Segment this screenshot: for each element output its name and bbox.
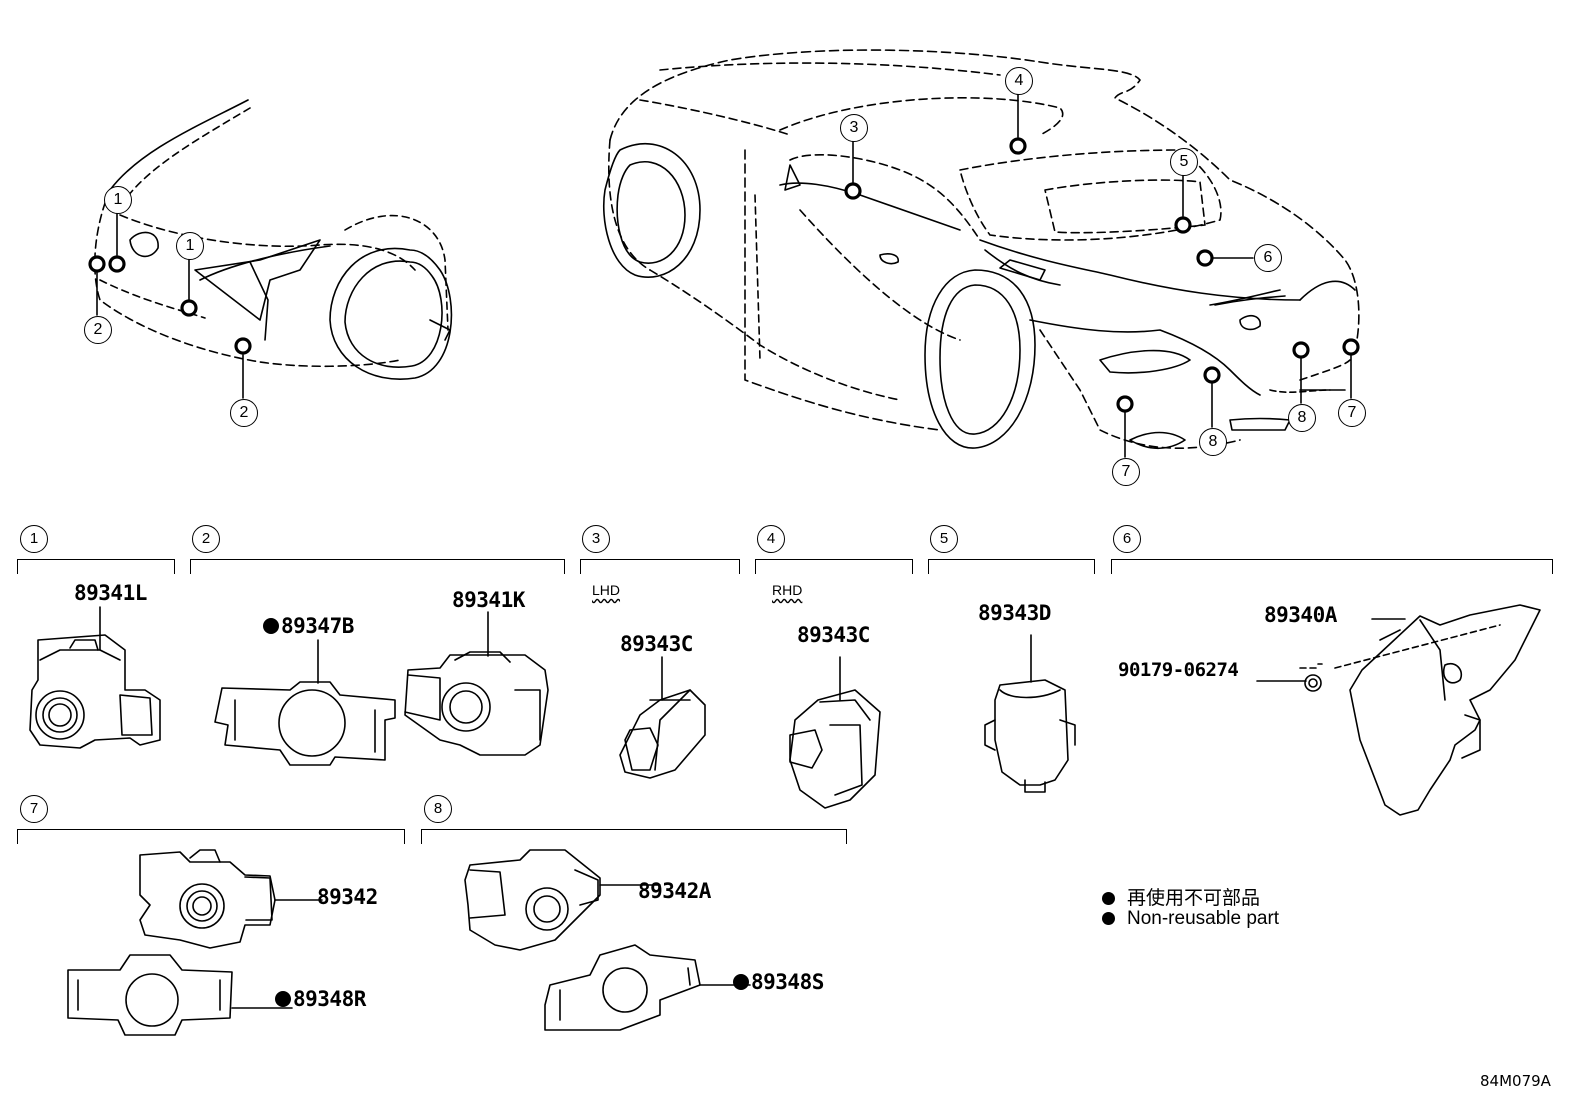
section-number-1: 1	[20, 525, 48, 553]
legend-dot	[1102, 892, 1115, 905]
section-number-8: 8	[424, 795, 452, 823]
diagram-code: 84M079A	[1480, 1072, 1551, 1090]
section-bracket-3	[580, 559, 740, 574]
non-reusable-mark	[275, 991, 291, 1007]
part-number-89347B[interactable]: 89347B	[263, 614, 354, 638]
non-reusable-mark	[263, 618, 279, 634]
part-number-89348S[interactable]: 89348S	[733, 970, 824, 994]
part-illustration-89343C-lhd	[619, 656, 706, 779]
part-number-89340A[interactable]: 89340A	[1264, 603, 1337, 627]
callout-5: 5	[1170, 148, 1198, 176]
section-bracket-1	[17, 559, 175, 574]
sensor-markers	[88, 137, 1360, 413]
legend-text-ja: 再使用不可部品	[1127, 888, 1261, 909]
callout-7: 7	[1112, 458, 1140, 486]
section-bracket-6	[1111, 559, 1553, 574]
callout-1: 1	[104, 186, 132, 214]
non-reusable-mark	[733, 974, 749, 990]
callout-7: 7	[1338, 399, 1366, 427]
part-illustration-89343D	[984, 634, 1076, 793]
part-number-89341K[interactable]: 89341K	[452, 588, 525, 612]
callout-8: 8	[1288, 404, 1316, 432]
section-number-3: 3	[582, 525, 610, 553]
section-bracket-8	[421, 829, 847, 844]
part-number-89348S-text: 89348S	[751, 970, 824, 994]
callout-3: 3	[840, 114, 868, 142]
legend-non-reusable-ja: 再使用不可部品	[1102, 883, 1260, 910]
variant-label-rhd: RHD	[772, 582, 803, 598]
part-illustration-89340A	[1256, 604, 1541, 816]
section-number-7: 7	[20, 795, 48, 823]
legend-dot	[1102, 912, 1115, 925]
part-illustration-89341K	[404, 611, 549, 756]
part-illustration-89342A	[464, 849, 661, 951]
callout-2: 2	[230, 399, 258, 427]
section-bracket-5	[928, 559, 1095, 574]
section-number-5: 5	[930, 525, 958, 553]
part-number-89348R[interactable]: 89348R	[275, 987, 366, 1011]
part-number-89341L[interactable]: 89341L	[74, 581, 147, 605]
rear-car-drawing	[602, 49, 1360, 450]
part-number-89347B-text: 89347B	[281, 614, 354, 638]
part-number-90179-06274[interactable]: 90179-06274	[1118, 659, 1239, 681]
callout-leaders	[96, 92, 1352, 458]
part-illustration-89348R	[67, 954, 293, 1036]
section-number-2: 2	[192, 525, 220, 553]
part-number-89343D[interactable]: 89343D	[978, 601, 1051, 625]
part-illustration-89348S	[544, 944, 751, 1031]
callout-2: 2	[84, 316, 112, 344]
section-number-6: 6	[1113, 525, 1141, 553]
legend-non-reusable-en: Non-reusable part	[1102, 908, 1279, 930]
part-illustration-89347B	[214, 639, 396, 766]
section-number-4: 4	[757, 525, 785, 553]
legend-text-en: Non-reusable part	[1127, 908, 1280, 929]
section-bracket-2	[190, 559, 565, 574]
callout-4: 4	[1005, 67, 1033, 95]
callout-8: 8	[1199, 428, 1227, 456]
part-number-89348R-text: 89348R	[293, 987, 366, 1011]
part-illustration-89342	[139, 849, 323, 949]
front-car-drawing	[94, 99, 453, 380]
part-illustration-89341L	[29, 606, 161, 749]
callout-1: 1	[176, 232, 204, 260]
section-bracket-4	[755, 559, 913, 574]
part-illustration-89343C-rhd	[789, 656, 881, 809]
section-bracket-7	[17, 829, 405, 844]
part-number-89343C-lhd[interactable]: 89343C	[620, 632, 693, 656]
part-number-89342[interactable]: 89342	[317, 885, 378, 909]
part-number-89342A[interactable]: 89342A	[638, 879, 711, 903]
part-number-89343C-rhd[interactable]: 89343C	[797, 623, 870, 647]
variant-label-lhd: LHD	[592, 582, 621, 598]
callout-6: 6	[1254, 244, 1282, 272]
